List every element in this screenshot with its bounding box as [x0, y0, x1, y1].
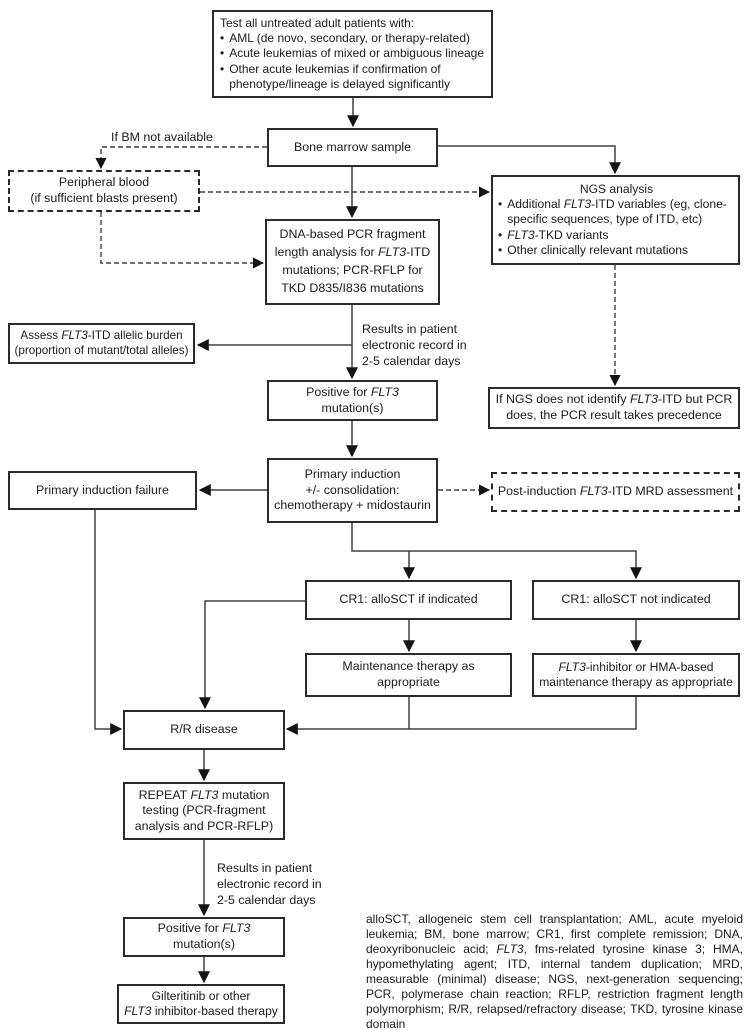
bullet-text: Additional FLT3-ITD variables (eg, clone…	[507, 197, 727, 227]
label-line: 2-5 calendar days	[217, 893, 316, 908]
connector-induction-split	[351, 523, 642, 580]
connector-failure-to-rr	[94, 510, 123, 735]
pcr-analysis-box: DNA-based PCR fragment length analysis f…	[265, 219, 440, 305]
box-text: REPEAT FLT3 mutation	[138, 787, 270, 802]
connector-bonemarrow-to-peripheral	[95, 146, 267, 170]
box-text: Bone marrow sample	[293, 139, 412, 154]
box-text: chemotherapy + midostaurin	[274, 498, 431, 513]
box-text: Primary induction failure	[36, 482, 169, 497]
flt3-maintenance-box: FLT3-inhibitor or HMA-based maintenance …	[532, 653, 740, 697]
label-line: Results in patient	[362, 322, 458, 336]
abbreviations-footnote: alloSCT, allogeneic stem cell transplant…	[366, 912, 743, 1030]
primary-induction-box: Primary induction +/- consolidation: che…	[267, 458, 438, 523]
rr-disease-box: R/R disease	[123, 710, 285, 750]
box-text: Assess FLT3-ITD allelic burden	[20, 328, 183, 342]
test-all-bullet-2: Acute leukemias of mixed or ambiguous li…	[220, 46, 484, 61]
box-text: testing (PCR-fragment	[142, 803, 266, 818]
repeat-flt3-testing-box: REPEAT FLT3 mutation testing (PCR-fragme…	[123, 782, 285, 840]
label-line: Results in patient	[217, 861, 313, 875]
box-text: FLT3 inhibitor-based therapy	[124, 1004, 278, 1018]
bullet-text: FLT3-TKD variants	[507, 227, 609, 242]
box-text: does, the PCR result takes precedence	[506, 408, 722, 422]
positive-flt3-box-2: Positive for FLT3 mutation(s)	[123, 917, 285, 957]
ngs-bullet-3: Other clinically relevant mutations	[498, 243, 688, 258]
box-text: FLT3-inhibitor or HMA-based	[558, 659, 714, 674]
bone-marrow-sample-box: Bone marrow sample	[267, 128, 438, 167]
positive-flt3-box-1: Positive for FLT3 mutation(s)	[267, 380, 438, 421]
test-all-bullet-1: AML (de novo, secondary, or therapy-rela…	[220, 31, 470, 46]
bullet-text: Other acute leukemias if confirmation of…	[229, 61, 451, 91]
post-induction-mrd-box: Post-induction FLT3-ITD MRD assessment	[491, 472, 740, 512]
box-text: (if sufficient blasts present)	[30, 191, 178, 205]
connector-cr1allosct-to-rr	[199, 600, 305, 710]
results-record-label-2: Results in patient electronic record in …	[217, 860, 322, 908]
ngs-bullet-1: Additional FLT3-ITD variables (eg, clone…	[498, 197, 735, 227]
bullet-text: Other clinically relevant mutations	[507, 242, 689, 257]
results-record-label-1: Results in patient electronic record in …	[362, 321, 467, 369]
box-text: CR1: alloSCT not indicated	[561, 592, 711, 607]
box-text: Gilteritinib or other	[151, 988, 251, 1003]
ngs-precedence-box: If NGS does not identify FLT3-ITD but PC…	[488, 387, 740, 429]
box-text: Primary induction	[304, 467, 401, 482]
box-text: (proportion of mutant/total alleles)	[14, 343, 189, 357]
label-line: electronic record in	[362, 338, 467, 353]
box-text: Positive for FLT3	[306, 384, 399, 399]
primary-induction-failure-box: Primary induction failure	[8, 471, 197, 510]
box-text: If NGS does not identify FLT3-ITD but PC…	[495, 392, 733, 407]
peripheral-blood-box: Peripheral blood (if sufficient blasts p…	[8, 170, 200, 212]
box-text: mutations; PCR-RFLP for	[282, 263, 423, 277]
assess-allelic-burden-box: Assess FLT3-ITD allelic burden (proporti…	[8, 323, 195, 364]
gilteritinib-therapy-box: Gilteritinib or other FLT3 inhibitor-bas…	[117, 984, 285, 1024]
ngs-title: NGS analysis	[579, 181, 654, 196]
label-line: electronic record in	[217, 877, 322, 892]
box-text: maintenance therapy as appropriate	[539, 675, 733, 689]
connector-flt3maintenance-to-rr	[285, 697, 637, 735]
connector-peripheral-to-pcr	[100, 212, 265, 269]
box-text: DNA-based PCR fragment	[279, 227, 426, 242]
label-line: 2-5 calendar days	[362, 354, 461, 369]
box-text: analysis and PCR-RFLP)	[134, 818, 274, 833]
connector-bonemarrow-to-ngs	[438, 145, 621, 175]
if-bm-not-available-label: If BM not available	[111, 130, 213, 144]
box-text: R/R disease	[170, 722, 238, 737]
test-all-bullet-3: Other acute leukemias if confirmation of…	[220, 62, 485, 92]
box-text: mutation(s)	[321, 400, 384, 415]
box-text: Peripheral blood	[58, 175, 150, 190]
ngs-analysis-box: NGS analysis Additional FLT3-ITD variabl…	[491, 175, 740, 265]
cr1-allosct-indicated-box: CR1: alloSCT if indicated	[305, 580, 512, 620]
bullet-text: Acute leukemias of mixed or ambiguous li…	[229, 46, 485, 61]
box-text: CR1: alloSCT if indicated	[339, 592, 478, 607]
box-text: Maintenance therapy as	[342, 659, 475, 674]
box-text: Positive for FLT3	[157, 921, 251, 936]
box-text: TKD D835/I836 mutations	[281, 280, 424, 295]
maintenance-therapy-box: Maintenance therapy as appropriate	[305, 653, 512, 697]
box-text: +/- consolidation:	[305, 482, 400, 497]
test-all-title: Test all untreated adult patients with:	[220, 16, 415, 31]
ngs-bullet-2: FLT3-TKD variants	[498, 227, 609, 243]
bullet-text: AML (de novo, secondary, or therapy-rela…	[229, 31, 470, 46]
box-text: appropriate	[377, 675, 440, 689]
box-text: mutation(s)	[173, 937, 235, 951]
test-all-patients-box: Test all untreated adult patients with: …	[212, 10, 493, 98]
box-text: length analysis for FLT3-ITD	[274, 245, 431, 260]
box-text: Post-induction FLT3-ITD MRD assessment	[497, 484, 734, 499]
cr1-allosct-not-indicated-box: CR1: alloSCT not indicated	[532, 580, 740, 620]
